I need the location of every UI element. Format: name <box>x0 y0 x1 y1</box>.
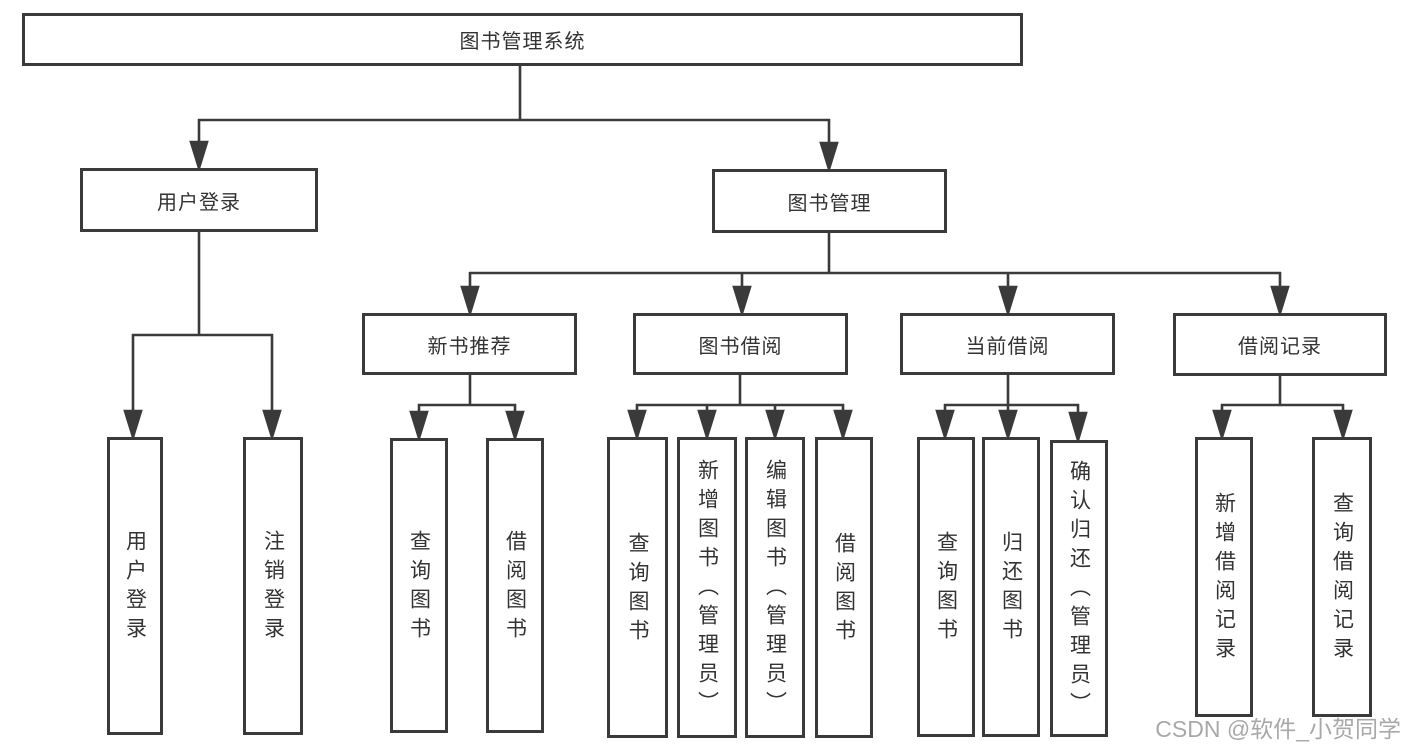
arrowhead-leaf-add-record <box>1212 409 1232 442</box>
leaf-query-books-borrowing: 查询图书 <box>607 437 668 738</box>
arrowhead-leaf-query-record <box>1333 409 1353 442</box>
leaf-borrow-books-borrowing: 借阅图书 <box>815 437 873 738</box>
arrowhead-leaf-borrow2 <box>833 409 853 442</box>
arrowhead-leaf-edit-book <box>765 409 785 442</box>
leaf-edit-book-admin: 编辑图书（管理员） <box>745 437 805 738</box>
arrowhead-leaf-query1 <box>409 410 429 443</box>
leaf-add-borrowing-record: 新增借阅记录 <box>1195 437 1253 717</box>
node-borrowing-records: 借阅记录 <box>1173 313 1387 376</box>
node-new-book-recommendation: 新书推荐 <box>362 313 577 375</box>
leaf-query-books-recommendation: 查询图书 <box>390 438 448 733</box>
arrowhead-book-mgmt <box>819 141 839 174</box>
arrowhead-leaf-user-login <box>123 409 143 442</box>
arrowhead-leaf-add-book <box>697 409 717 442</box>
arrowhead-leaf-borrow1 <box>505 410 525 443</box>
leaf-query-borrowing-record: 查询借阅记录 <box>1312 437 1372 717</box>
arrowhead-records <box>1270 285 1290 318</box>
node-library-management-system: 图书管理系统 <box>22 13 1023 66</box>
arrowhead-leaf-confirm <box>1068 411 1088 445</box>
node-book-borrowing: 图书借阅 <box>633 313 848 375</box>
arrowhead-leaf-logout <box>262 409 282 442</box>
node-user-login: 用户登录 <box>80 168 318 232</box>
arrowhead-book-borrow <box>732 285 752 318</box>
arrowhead-user-login <box>189 140 209 173</box>
arrowhead-cur-borrow <box>998 285 1018 318</box>
csdn-watermark: CSDN @软件_小贺同学 <box>1155 716 1401 742</box>
leaf-add-book-admin: 新增图书（管理员） <box>677 437 737 738</box>
arrowhead-new-rec <box>460 285 480 318</box>
arrowhead-leaf-return <box>998 409 1018 442</box>
node-book-management: 图书管理 <box>712 169 947 233</box>
leaf-logout-login: 注销登录 <box>243 437 303 735</box>
node-current-borrowing: 当前借阅 <box>900 313 1115 375</box>
arrowhead-leaf-query2 <box>627 409 647 442</box>
arrowhead-leaf-query3 <box>935 409 955 442</box>
leaf-confirm-return-admin: 确认归还（管理员） <box>1050 440 1108 737</box>
leaf-return-books: 归还图书 <box>982 437 1040 737</box>
leaf-user-login: 用户登录 <box>107 437 163 735</box>
leaf-query-books-current: 查询图书 <box>917 437 975 737</box>
leaf-borrow-books-recommendation: 借阅图书 <box>486 438 544 733</box>
